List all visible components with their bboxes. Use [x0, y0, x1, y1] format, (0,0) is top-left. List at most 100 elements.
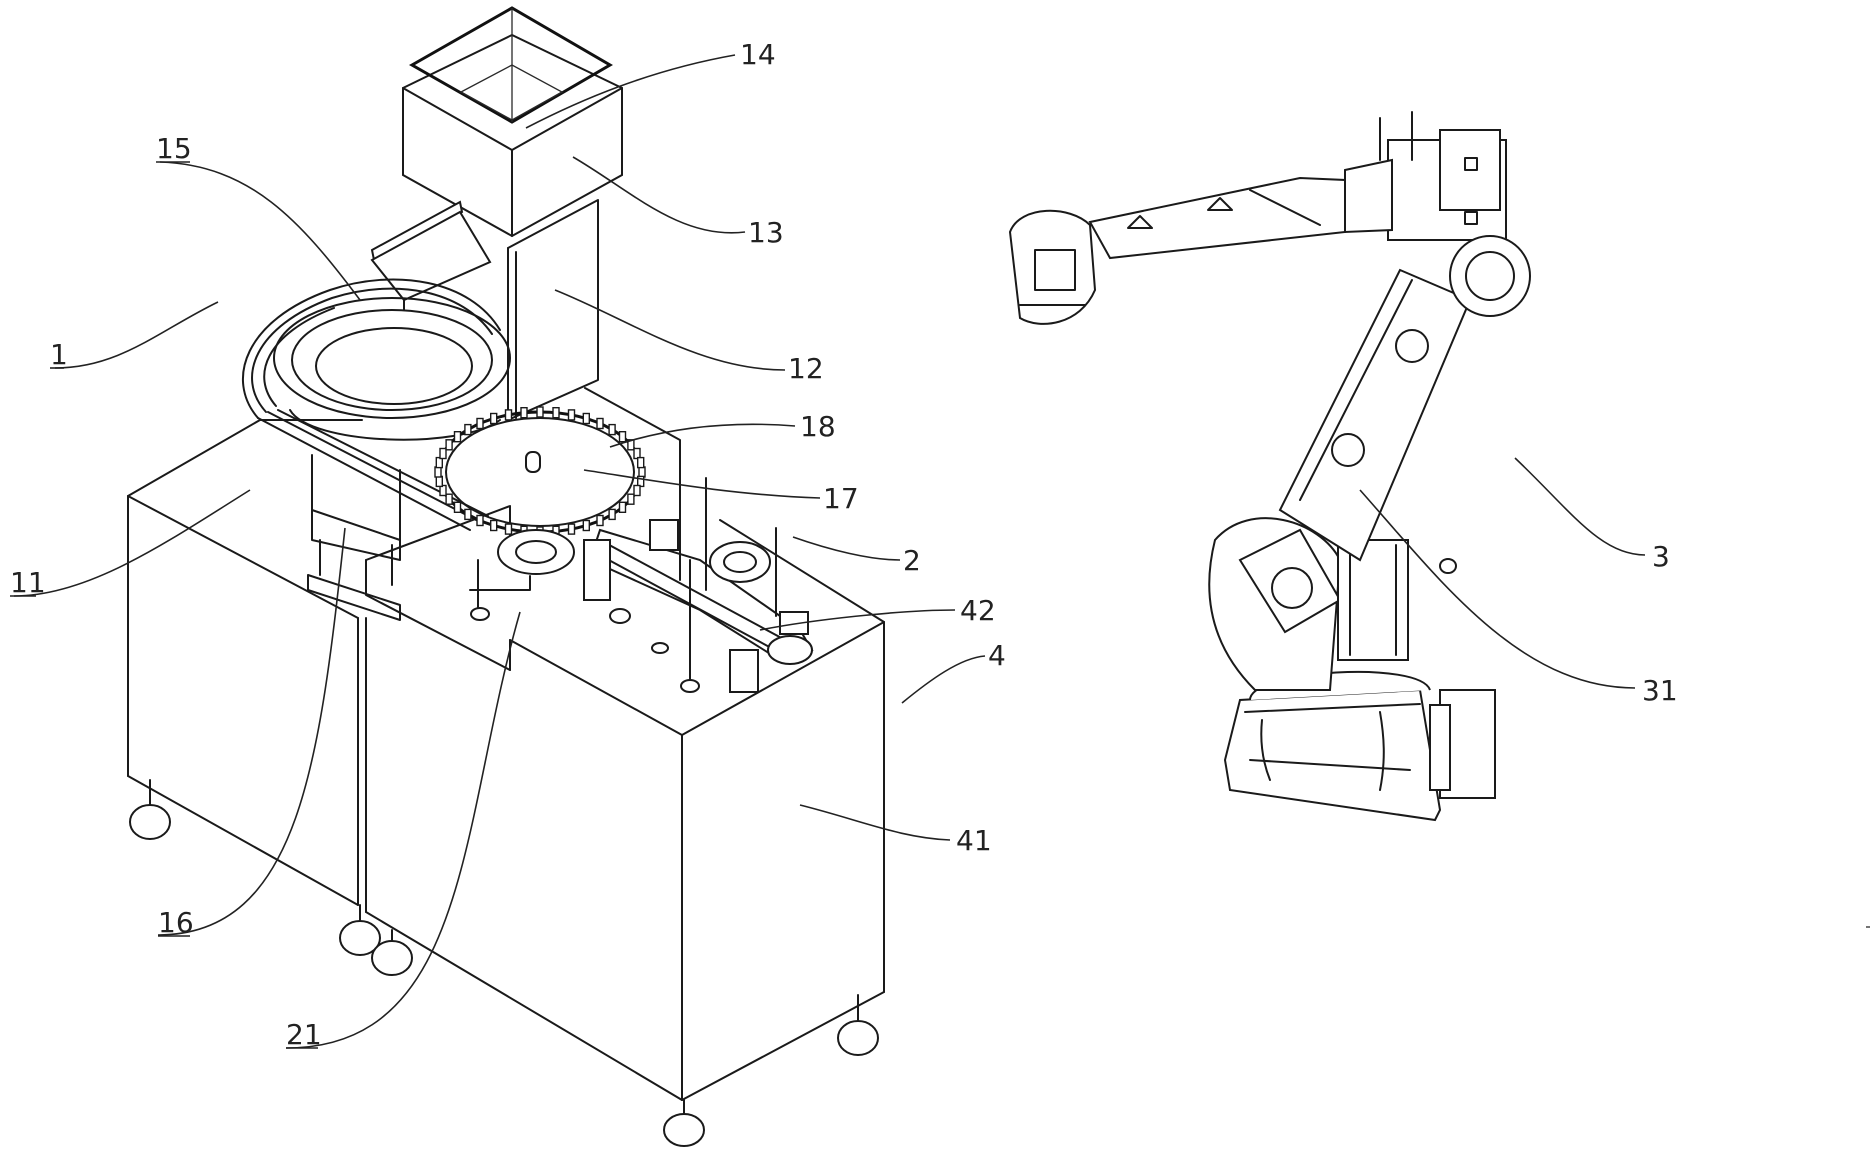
slot-tooth — [536, 406, 544, 418]
forearm-motor — [1344, 158, 1393, 234]
slot-tooth — [435, 456, 443, 469]
slot-tooth — [618, 501, 627, 513]
slot-tooth — [445, 493, 453, 505]
slot-tooth — [608, 423, 616, 436]
clamp-ring — [497, 529, 575, 575]
slot-tooth — [439, 447, 447, 460]
leader-14 — [525, 54, 736, 129]
slot-tooth — [434, 466, 442, 478]
leader-18 — [609, 423, 796, 448]
leader-42 — [759, 609, 956, 631]
robot-base — [1223, 688, 1442, 822]
slot-tooth — [464, 423, 472, 436]
slot-tooth — [638, 466, 646, 478]
slot-tooth — [453, 501, 462, 513]
upper-arm — [1088, 176, 1346, 260]
turntable-slots — [434, 406, 646, 538]
slot-tooth — [637, 475, 645, 488]
slot-tooth — [439, 484, 447, 497]
assembly-station — [469, 469, 814, 693]
slot-tooth — [608, 508, 616, 521]
slot-tooth — [445, 439, 453, 451]
slot-tooth — [435, 475, 443, 488]
ref-label-11: 11 — [10, 566, 46, 599]
ref-label-1: 1 — [50, 338, 68, 371]
leader-lines — [13, 54, 1646, 1049]
ref-label-2: 2 — [903, 544, 921, 577]
column — [507, 199, 681, 471]
slot-tooth — [618, 431, 627, 443]
slot-tooth — [504, 523, 513, 535]
slot-tooth — [464, 508, 472, 521]
slot-tooth — [476, 514, 484, 527]
end-effector — [1008, 209, 1097, 325]
slot-tooth — [476, 417, 484, 430]
ref-label-41: 41 — [956, 824, 992, 857]
leader-13 — [572, 156, 746, 234]
workbench-cabinet — [365, 505, 885, 1147]
leveling-foot — [129, 779, 171, 840]
slot-tooth — [627, 493, 635, 505]
ref-label-21: 21 — [286, 1018, 322, 1051]
leader-17 — [583, 469, 821, 499]
ref-label-42: 42 — [960, 594, 996, 627]
slot-tooth — [637, 456, 645, 469]
slot-tooth — [490, 412, 498, 425]
ref-label-14: 14 — [740, 38, 776, 71]
leader-2 — [792, 536, 901, 561]
slot-tooth — [567, 409, 576, 421]
support-base-cabinet — [127, 419, 381, 956]
slot-tooth — [582, 519, 590, 532]
workpiece — [525, 451, 541, 473]
leader-31 — [1359, 489, 1636, 689]
slot-tooth — [633, 484, 641, 497]
leveling-foot — [339, 904, 381, 956]
bracket — [583, 539, 611, 601]
lower-arm — [1278, 268, 1472, 562]
leader-41 — [799, 804, 951, 841]
clamp-ring — [709, 541, 771, 583]
leader-16 — [157, 527, 346, 936]
ref-label-16: 16 — [158, 906, 194, 939]
slot-tooth — [596, 514, 604, 527]
ref-label-13: 13 — [748, 216, 784, 249]
industrial-robot — [1008, 111, 1531, 822]
vibratory-bowl — [242, 278, 511, 621]
turntable — [434, 406, 646, 538]
slot-tooth — [453, 431, 462, 443]
leveling-foot — [371, 929, 413, 976]
slot-tooth — [596, 417, 604, 430]
storage-box — [402, 33, 623, 238]
slot-tooth — [520, 407, 528, 419]
leader-15 — [159, 161, 361, 301]
ref-label-31: 31 — [1642, 674, 1678, 707]
slot-tooth — [567, 523, 576, 535]
slot-tooth — [633, 447, 641, 460]
hopper — [408, 6, 613, 124]
slot-tooth — [582, 412, 590, 425]
ref-label-4: 4 — [988, 639, 1006, 672]
leader-21 — [285, 611, 521, 1049]
slot-tooth — [490, 519, 498, 532]
leader-12 — [554, 289, 786, 371]
ref-label-17: 17 — [823, 482, 859, 515]
feed-chute — [370, 200, 492, 311]
ref-label-18: 18 — [800, 410, 836, 443]
slot-tooth — [504, 409, 513, 421]
leveling-foot — [663, 1099, 705, 1147]
feeding-machine — [127, 6, 885, 1147]
ref-label-15: 15 — [156, 132, 192, 165]
leader-3 — [1514, 457, 1646, 556]
ref-label-12: 12 — [788, 352, 824, 385]
ref-label-3: 3 — [1652, 540, 1670, 573]
slot-tooth — [552, 407, 560, 419]
leader-11 — [13, 489, 251, 597]
actuator — [649, 519, 679, 551]
leader-4 — [901, 655, 986, 704]
bracket — [779, 611, 809, 635]
balance-cylinder — [1337, 539, 1409, 661]
reference-labels: 14 15 13 1 12 18 17 11 2 42 4 41 16 21 3… — [10, 38, 1678, 1051]
leveling-foot — [837, 994, 879, 1056]
actuator — [729, 649, 759, 693]
